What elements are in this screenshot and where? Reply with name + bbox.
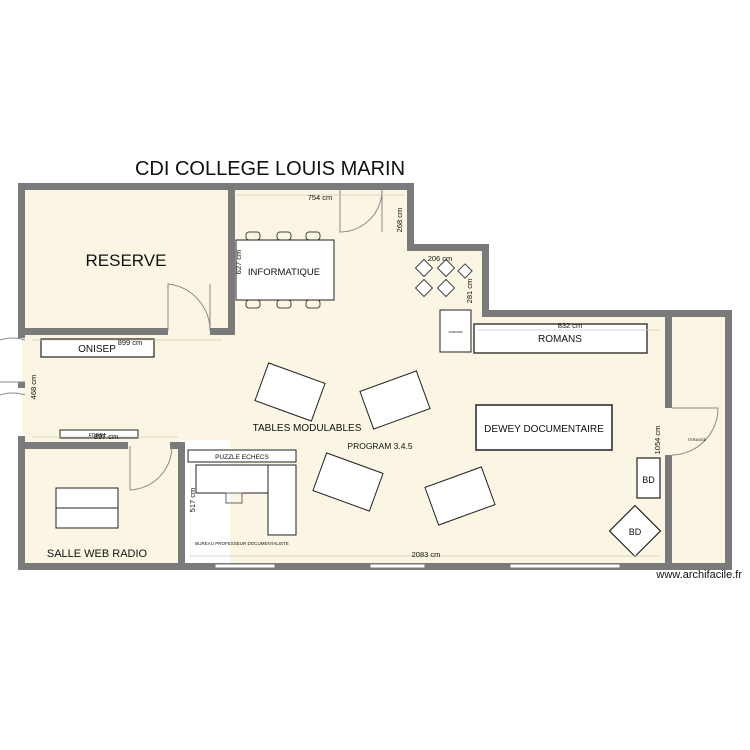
doors (0, 189, 719, 491)
floor-area (22, 187, 728, 567)
dewey-label: DEWEY DOCUMENTAIRE (484, 424, 604, 435)
dim-notch-width: 206 cm (428, 254, 453, 263)
bd-diamond-shelf: BD (608, 504, 662, 558)
dim-informatique-height: 627 cm (234, 250, 243, 275)
bureau-professeur (195, 464, 297, 536)
bd-label: BD (642, 475, 655, 485)
bd-diamond-label: BD (629, 527, 642, 537)
small-cabinet: ARMOIRE (439, 309, 472, 353)
bd-shelf: BD (636, 457, 661, 499)
dim-top-width: 754 cm (308, 193, 333, 202)
dim-left-height: 468 cm (29, 375, 38, 400)
dimension-lines (32, 194, 660, 557)
dim-onisep-width: 899 cm (118, 338, 143, 347)
informatique-desk: INFORMATIQUE (235, 231, 335, 309)
tables-modulables-label: TABLES MODULABLES (253, 423, 362, 434)
dewey-shelf: DEWEY DOCUMENTAIRE (475, 404, 613, 451)
windows (214, 563, 621, 569)
program-label: PROGRAM 3.4.5 (347, 441, 412, 451)
dim-notch-height: 281 cm (465, 279, 474, 304)
modular-tables (254, 362, 496, 526)
dim-top-notch: 268 cm (395, 208, 404, 233)
web-radio-desk (55, 487, 119, 529)
puzzle-echecs-label: PUZZLE ECHECS (215, 454, 269, 461)
room-reserve-label: RESERVE (86, 251, 167, 270)
dim-right-height: 1054 cm (653, 426, 662, 455)
romans-label: ROMANS (538, 334, 582, 345)
room-terrasse-label: TERASSE (688, 437, 707, 442)
informatique-label: INFORMATIQUE (248, 267, 320, 278)
onisep-shelf: ONISEP (40, 338, 155, 358)
romans-shelf: ROMANS (473, 323, 648, 354)
plan-title: CDI COLLEGE LOUIS MARIN (135, 158, 405, 180)
edimm-label: EDIMM (89, 433, 106, 439)
room-salle-web-radio-label: SALLE WEB RADIO (47, 548, 148, 560)
notch-furniture (414, 258, 473, 298)
onisep-label: ONISEP (78, 344, 116, 355)
dim-bottom-left-height: 517 cm (188, 488, 197, 513)
bureau-professeur-label: BUREAU PROFESSEUR DOCUMENTALISTE (195, 541, 288, 546)
puzzle-echecs-table: PUZZLE ECHECS (187, 449, 297, 463)
watermark-text: www.archifacile.fr (655, 569, 742, 581)
small-cabinet-label: ARMOIRE (448, 330, 462, 334)
edimm-shelf: EDIMM (59, 429, 139, 439)
dim-bottom-width: 2083 cm (412, 550, 441, 559)
dim-edimm-width: 897 cm (94, 432, 119, 441)
dim-romans-width: 832 cm (558, 321, 583, 330)
